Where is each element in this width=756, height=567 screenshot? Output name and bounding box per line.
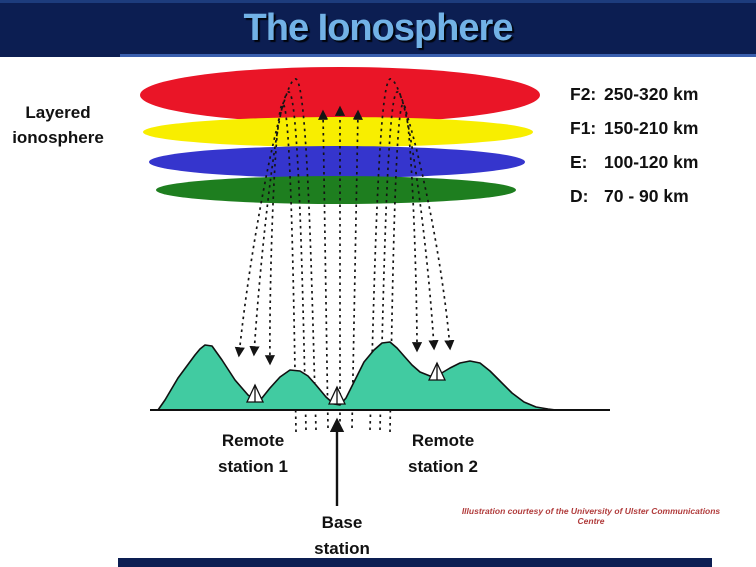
layer-label-f1: F1: 150-210 km bbox=[570, 118, 750, 152]
signal-bounce-left bbox=[249, 91, 307, 431]
layered-ionosphere-line1: Layered bbox=[25, 103, 91, 122]
bottom-bar bbox=[118, 558, 712, 567]
remote-station-2-line2: station 2 bbox=[408, 457, 478, 476]
layered-ionosphere-line2: ionosphere bbox=[12, 128, 104, 147]
layered-ionosphere-label: Layered ionosphere bbox=[2, 100, 114, 150]
signal-up-beam bbox=[318, 109, 329, 429]
antenna-icon bbox=[427, 361, 447, 381]
slide-title: The Ionosphere bbox=[243, 7, 514, 49]
layer-label-e-prefix: E: bbox=[570, 152, 588, 172]
base-station-label: Base station bbox=[280, 510, 404, 562]
signal-bounce-right bbox=[379, 91, 439, 431]
signal-paths bbox=[234, 78, 455, 433]
remote-station-1-label: Remote station 1 bbox=[191, 428, 315, 480]
layer-label-f2-range: 250-320 km bbox=[604, 84, 699, 104]
remote-station-2-label: Remote station 2 bbox=[381, 428, 505, 480]
signal-bounce-right bbox=[369, 78, 455, 431]
layer-label-f2-prefix: F2: bbox=[570, 84, 597, 104]
layer-label-d-range: 70 - 90 km bbox=[604, 186, 689, 206]
base-station-line2: station bbox=[314, 539, 370, 558]
layer-label-e-range: 100-120 km bbox=[604, 152, 699, 172]
layer-label-f1-range: 150-210 km bbox=[604, 118, 699, 138]
signal-up-beam bbox=[351, 109, 363, 429]
antenna-icon bbox=[245, 383, 265, 403]
terrain bbox=[150, 341, 610, 411]
header-bar: The Ionosphere bbox=[0, 0, 756, 57]
layer-f2-ellipse bbox=[140, 67, 540, 123]
signal-bounce-left bbox=[234, 78, 317, 431]
layer-label-e: E: 100-120 km bbox=[570, 152, 750, 186]
layer-f1-ellipse bbox=[143, 117, 533, 147]
layer-label-d-prefix: D: bbox=[570, 186, 589, 206]
terrain-silhouette bbox=[157, 341, 557, 411]
layer-label-f2: F2: 250-320 km bbox=[570, 84, 750, 118]
remote-station-1-line1: Remote bbox=[221, 431, 285, 450]
remote-station-1-line2: station 1 bbox=[218, 457, 288, 476]
layer-label-f1-prefix: F1: bbox=[570, 118, 597, 138]
remote-station-2-line1: Remote bbox=[411, 431, 475, 450]
layer-label-d: D: 70 - 90 km bbox=[570, 186, 750, 220]
base-station-line1: Base bbox=[321, 513, 363, 532]
layer-altitude-labels: F2: 250-320 km F1: 150-210 km E: 100-120… bbox=[570, 84, 750, 220]
layer-ellipses bbox=[140, 67, 540, 204]
layer-d-ellipse bbox=[156, 176, 516, 204]
layer-e-ellipse bbox=[149, 146, 525, 178]
antenna-icon bbox=[327, 385, 347, 405]
credit-caption: Illustration courtesy of the University … bbox=[461, 506, 721, 526]
header-accent-line bbox=[120, 54, 756, 57]
